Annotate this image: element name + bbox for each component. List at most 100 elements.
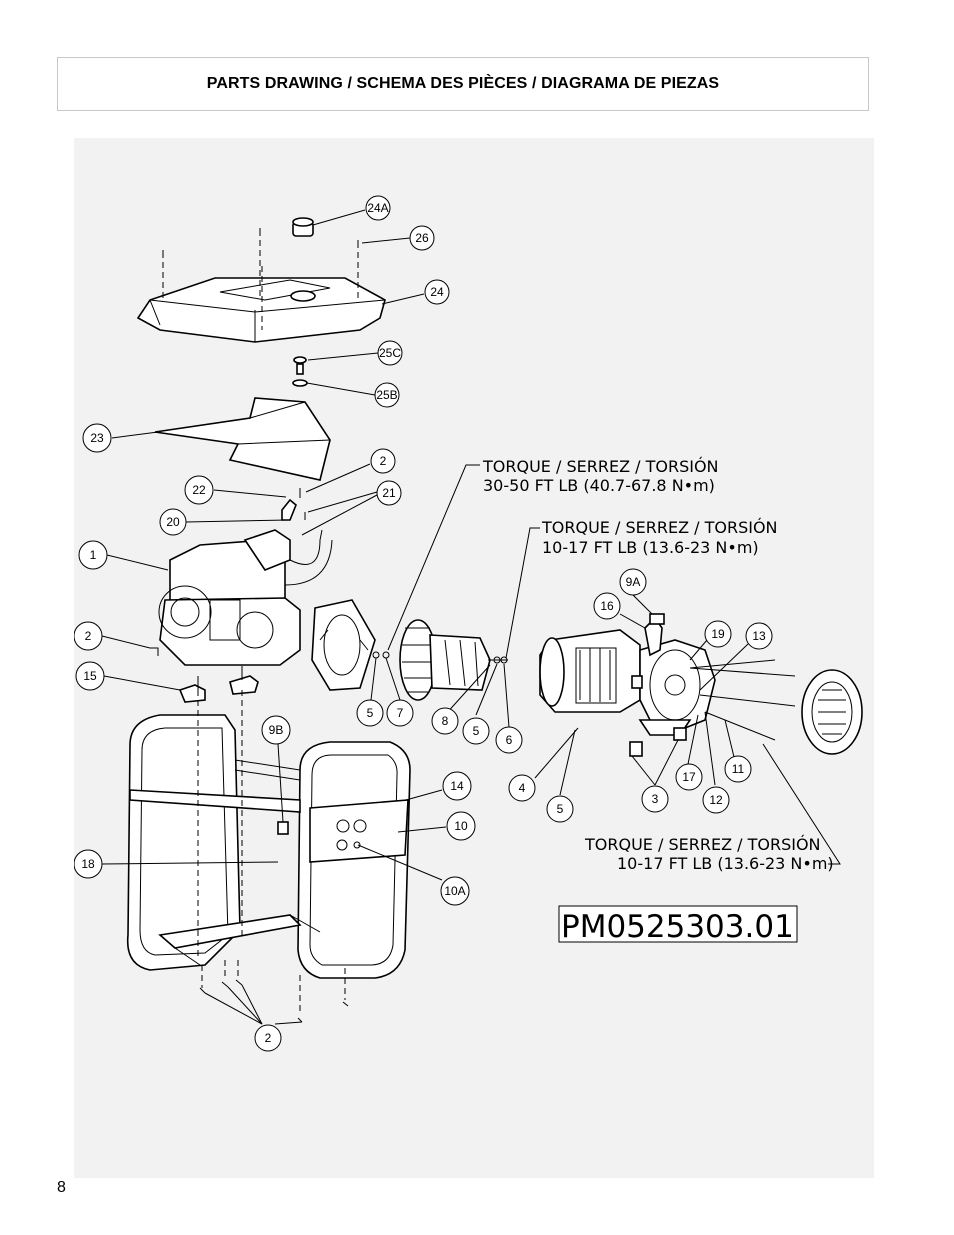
svg-text:3: 3: [652, 792, 659, 806]
svg-text:23: 23: [90, 431, 104, 445]
callout: 14: [442, 771, 472, 801]
callout: 15: [75, 661, 105, 691]
callout: 18: [74, 849, 103, 879]
callout: 2: [254, 1024, 282, 1052]
header-box: PARTS DRAWING / SCHEMA DES PIÈCES / DIAG…: [57, 57, 869, 111]
svg-text:24: 24: [430, 285, 444, 299]
svg-text:7: 7: [397, 706, 404, 720]
svg-text:2: 2: [265, 1031, 272, 1045]
callout: 12: [702, 786, 730, 814]
callout: 5: [462, 717, 490, 745]
callout: 25B: [374, 382, 400, 408]
svg-text:16: 16: [600, 599, 614, 613]
svg-text:8: 8: [442, 714, 449, 728]
callout: 2: [74, 621, 103, 651]
callout: 5: [546, 795, 574, 823]
svg-text:12: 12: [709, 793, 723, 807]
svg-text:11: 11: [732, 762, 745, 776]
svg-text:10A: 10A: [444, 884, 465, 898]
svg-text:5: 5: [367, 706, 374, 720]
callout: 16: [593, 592, 621, 620]
callout: 24A: [365, 195, 391, 221]
callout: 10A: [440, 876, 470, 906]
svg-text:14: 14: [450, 779, 464, 793]
page-number: 8: [57, 1179, 66, 1196]
svg-text:18: 18: [81, 857, 95, 871]
callout: 19: [704, 620, 732, 648]
callout: 17: [675, 763, 703, 791]
torque-note-line: TORQUE / SERREZ / TORSIÓN: [584, 835, 821, 854]
svg-text:25C: 25C: [379, 346, 401, 360]
svg-text:26: 26: [415, 231, 429, 245]
parts-diagram: 24A 26 24 25C 25B 23 2 22 21 20 1 2 15 5…: [74, 195, 863, 1052]
svg-text:5: 5: [473, 724, 480, 738]
page-title: PARTS DRAWING / SCHEMA DES PIÈCES / DIAG…: [206, 75, 720, 92]
callout: 10: [446, 811, 476, 841]
engine-mounts: [150, 647, 259, 703]
callout: 9A: [619, 568, 647, 596]
rear-bearing-carrier: [629, 639, 716, 757]
heat-shield: [154, 397, 331, 481]
svg-text:9A: 9A: [626, 575, 641, 589]
svg-text:17: 17: [682, 770, 696, 784]
callout: 7: [386, 699, 414, 727]
svg-text:19: 19: [711, 627, 725, 641]
callout: 11: [724, 755, 752, 783]
torque-note-2: TORQUE / SERREZ / TORSIÓN 10-17 FT LB (1…: [541, 518, 778, 557]
callout: 6: [495, 726, 523, 754]
rectifier: [644, 613, 665, 657]
svg-text:5: 5: [557, 802, 564, 816]
torque-note-line: 10-17 FT LB (13.6-23 N•m): [617, 854, 834, 873]
callout: 21: [376, 480, 402, 506]
callout: 25C: [377, 340, 403, 366]
callout: 4: [508, 774, 536, 802]
model-number: PM0525303.01: [561, 909, 794, 945]
adapter-housing: [311, 599, 376, 691]
callout: 24: [424, 279, 450, 305]
torque-note-line: 10-17 FT LB (13.6-23 N•m): [542, 538, 759, 557]
callout-bubbles: 24A 26 24 25C 25B 23 2 22 21 20 1 2 15 5…: [74, 195, 773, 1052]
torque-note-line: TORQUE / SERREZ / TORSIÓN: [541, 518, 778, 537]
frame: [126, 714, 411, 979]
callout: 20: [159, 508, 187, 536]
svg-text:21: 21: [382, 486, 396, 500]
rotor-spacers: [372, 651, 390, 659]
parts-drawing-panel: 24A 26 24 25C 25B 23 2 22 21 20 1 2 15 5…: [74, 138, 874, 1178]
callout: 13: [745, 622, 773, 650]
callout: 8: [431, 707, 459, 735]
svg-text:2: 2: [85, 629, 92, 643]
svg-text:1: 1: [90, 548, 97, 562]
svg-text:24A: 24A: [367, 201, 388, 215]
torque-note-3: TORQUE / SERREZ / TORSIÓN 10-17 FT LB (1…: [584, 835, 834, 873]
torque-note-line: TORQUE / SERREZ / TORSIÓN: [482, 457, 719, 476]
svg-text:6: 6: [506, 733, 513, 747]
svg-text:9B: 9B: [269, 723, 284, 737]
fuel-valve-parts: [292, 356, 308, 387]
control-panel: [277, 799, 409, 863]
svg-text:2: 2: [380, 454, 387, 468]
svg-text:15: 15: [83, 669, 97, 683]
end-cover: [801, 669, 863, 755]
callout: 2: [370, 448, 396, 474]
torque-note-line: 30-50 FT LB (40.7-67.8 N•m): [483, 476, 715, 495]
model-number-box: PM0525303.01: [558, 905, 798, 945]
svg-text:10: 10: [454, 819, 468, 833]
rotor: [399, 619, 508, 701]
svg-text:25B: 25B: [376, 388, 397, 402]
callout: 23: [82, 423, 112, 453]
callout: 9B: [261, 715, 291, 745]
engine: [158, 529, 333, 666]
svg-text:22: 22: [192, 483, 206, 497]
leader-lines: [101, 209, 841, 1025]
svg-text:20: 20: [166, 515, 180, 529]
callout: 26: [409, 225, 435, 251]
callout: 5: [356, 699, 384, 727]
through-bolts: [689, 659, 796, 741]
stator: [539, 629, 641, 713]
callout: 3: [641, 785, 669, 813]
tank-screws: [162, 228, 359, 330]
torque-note-1: TORQUE / SERREZ / TORSIÓN 30-50 FT LB (4…: [482, 457, 719, 495]
frame-bolts: [197, 690, 349, 1023]
callout: 22: [184, 475, 214, 505]
svg-text:4: 4: [519, 781, 526, 795]
